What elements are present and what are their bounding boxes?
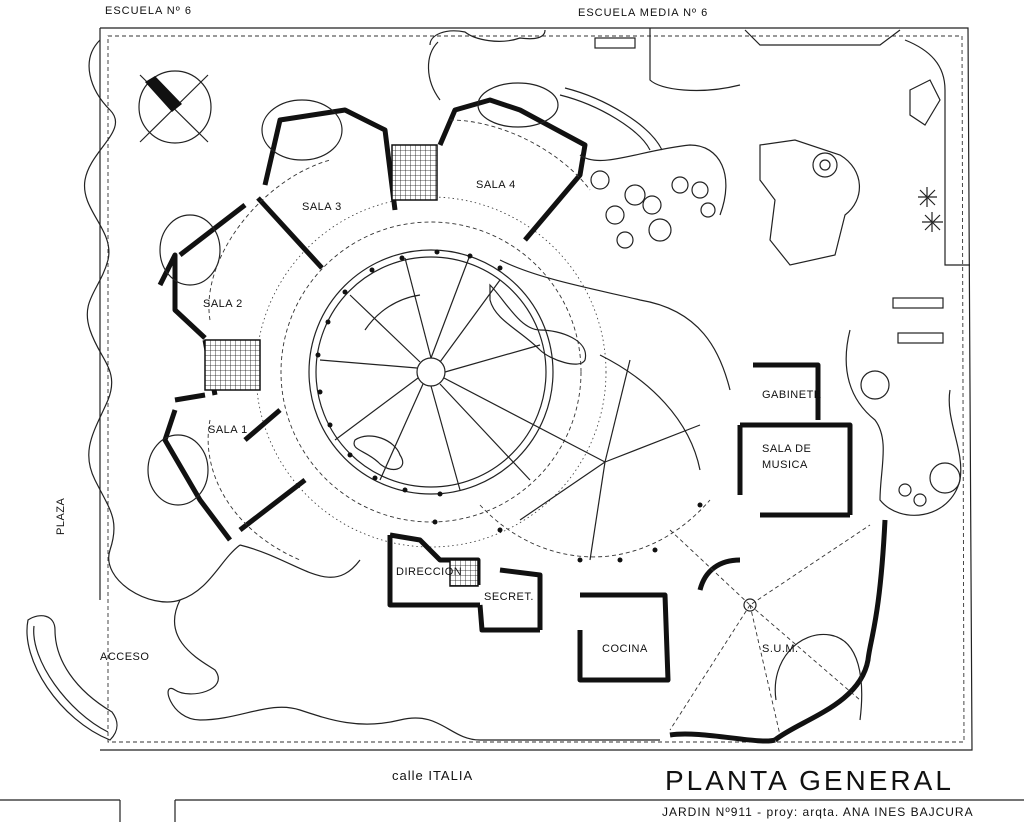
label-calle: calle ITALIA xyxy=(392,768,473,783)
title-block xyxy=(0,799,1024,822)
classroom-bays xyxy=(147,82,591,561)
playground xyxy=(427,28,970,516)
site-boundary xyxy=(99,27,973,751)
label-plaza: PLAZA xyxy=(55,497,67,535)
label-secret: SECRET. xyxy=(484,591,534,603)
label-escuela-left: ESCUELA Nº 6 xyxy=(105,5,192,17)
service-core-direccion xyxy=(449,559,479,587)
service-core-top xyxy=(391,144,438,201)
label-acceso: ACCESO xyxy=(100,651,149,663)
classroom-walls xyxy=(157,97,888,744)
label-sum: S.U.M. xyxy=(762,643,799,655)
label-sala-4: SALA 4 xyxy=(476,179,516,191)
label-escuela-top: ESCUELA MEDIA Nº 6 xyxy=(578,7,708,19)
central-hall xyxy=(255,196,607,548)
label-sala-musica-1: SALA DE xyxy=(762,443,811,455)
north-arrow xyxy=(138,70,212,144)
label-sala-musica-2: MUSICA xyxy=(762,459,808,471)
column-markers xyxy=(315,249,703,563)
service-core-left xyxy=(204,339,261,391)
label-sala-2: SALA 2 xyxy=(203,298,243,310)
label-sala-3: SALA 3 xyxy=(302,201,342,213)
access-path xyxy=(26,615,118,741)
plan-subtitle: JARDIN Nº911 - proy: arqta. ANA INES BAJ… xyxy=(662,805,974,819)
label-sala-1: SALA 1 xyxy=(208,424,248,436)
garden-edge xyxy=(83,39,660,741)
label-direccion: DIRECCION xyxy=(396,566,462,578)
open-area xyxy=(353,259,731,561)
sum-area xyxy=(669,524,871,736)
label-gabinete: GABINETE xyxy=(762,389,822,401)
plan-title: PLANTA GENERAL xyxy=(665,765,954,796)
label-cocina: COCINA xyxy=(602,643,648,655)
